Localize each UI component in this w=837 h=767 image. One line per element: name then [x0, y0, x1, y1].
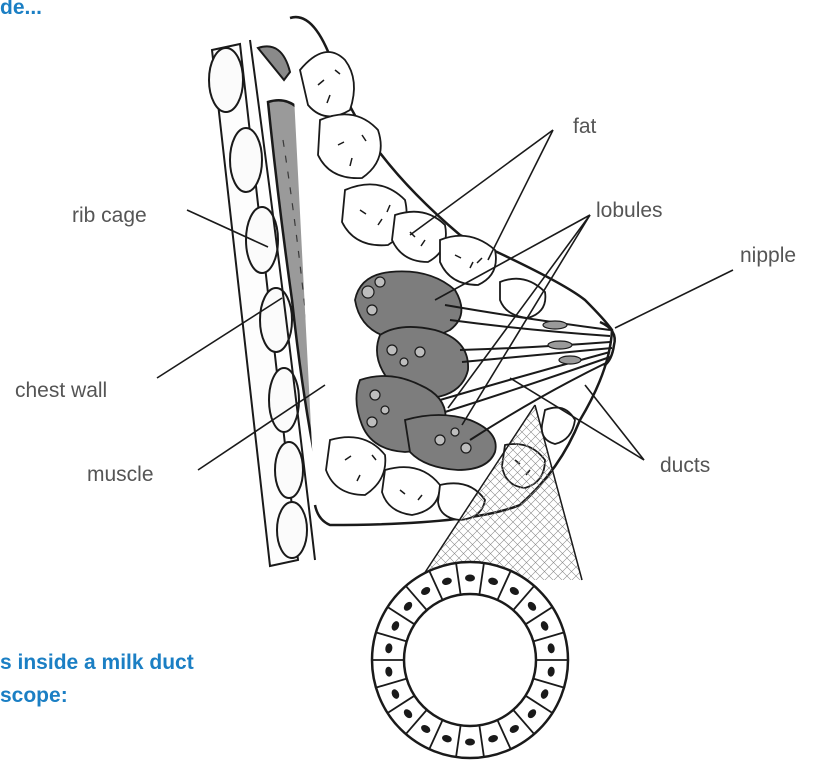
label-nipple: nipple [740, 244, 796, 267]
cell-nucleus [465, 739, 475, 746]
label-fat: fat [573, 115, 597, 138]
milk-duct-cross-section [372, 562, 568, 758]
label-muscle: muscle [87, 463, 154, 486]
label-chest-wall: chest wall [15, 379, 107, 402]
label-rib-cage: rib cage [72, 204, 147, 227]
label-lobules: lobules [596, 199, 663, 222]
cell-nucleus [465, 575, 475, 582]
label-ducts: ducts [660, 454, 710, 477]
